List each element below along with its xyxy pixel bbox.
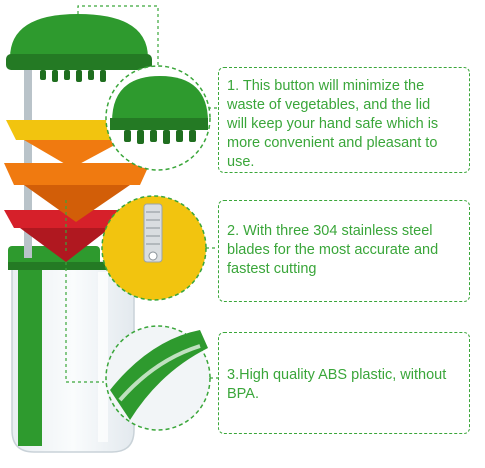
top-cap: [6, 14, 152, 82]
zoom-circle-blade: [101, 195, 207, 301]
callout-blade-text: 2. With three 304 stainless steel blades…: [227, 223, 439, 277]
callout-lid-text: 1. This button will minimize the waste o…: [227, 78, 439, 170]
container-body: [11, 261, 135, 453]
callout-lid-feature: 1. This button will minimize the waste o…: [218, 67, 470, 173]
callout-material-text: 3.High quality ABS plastic, without BPA.: [227, 367, 447, 402]
connector-lines: [65, 5, 218, 383]
pusher-handle: [18, 268, 42, 446]
zoom-circle-cap: [105, 65, 211, 171]
orange-spiral-blade: [4, 163, 150, 222]
callout-blade-feature: 2. With three 304 stainless steel blades…: [218, 200, 470, 302]
callout-material-feature: 3.High quality ABS plastic, without BPA.: [218, 332, 470, 434]
zoom-circle-plastic: [105, 325, 211, 431]
